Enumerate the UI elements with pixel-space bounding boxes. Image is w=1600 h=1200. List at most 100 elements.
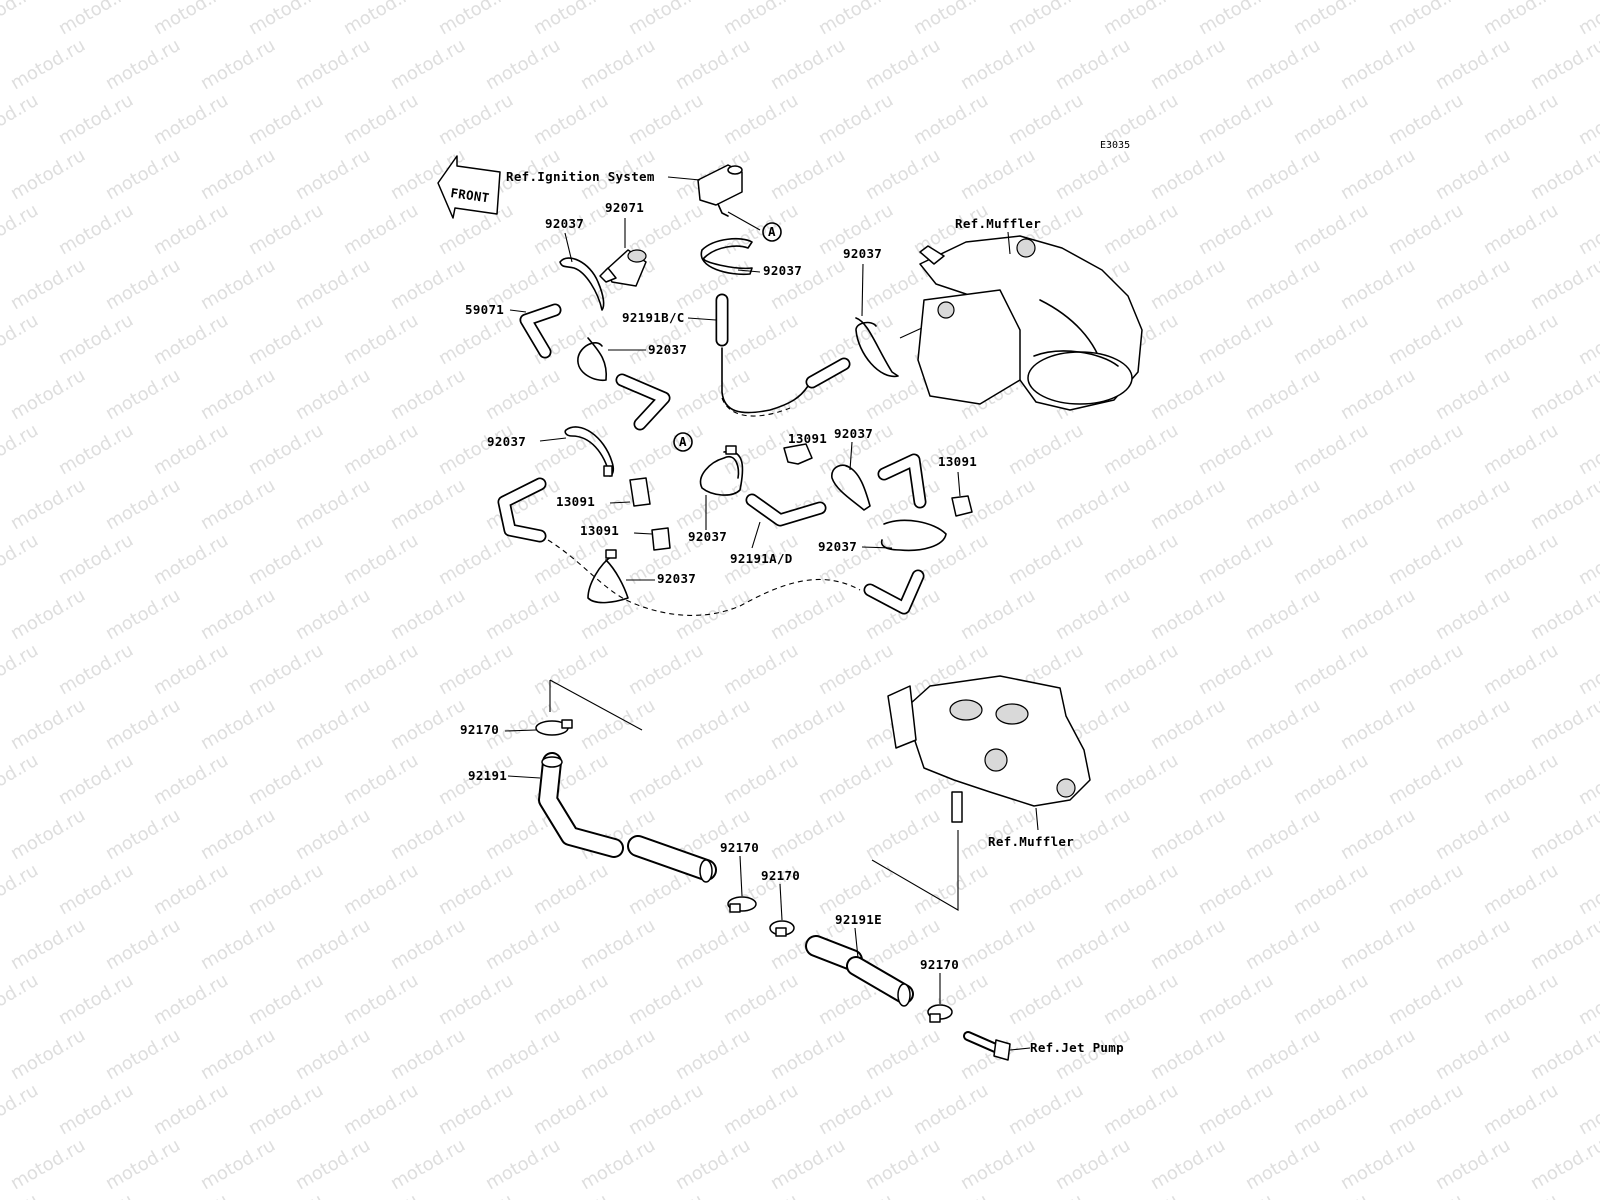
watermark-text: motod.ru [862,145,944,204]
watermark-text: motod.ru [340,750,422,809]
watermark-text: motod.ru [1242,35,1324,94]
watermark-text: motod.ru [910,0,992,39]
watermark-text: motod.ru [720,0,802,39]
watermark-text: motod.ru [150,200,232,259]
watermark-text: motod.ru [245,310,327,369]
watermark-text: motod.ru [1052,145,1134,204]
watermark-text: motod.ru [625,90,707,149]
watermark-text: motod.ru [1195,860,1277,919]
watermark-text: motod.ru [1337,475,1419,534]
watermark-text: motod.ru [1527,805,1600,864]
watermark-text: motod.ru [0,90,42,149]
watermark-text: motod.ru [482,585,564,644]
part-92037-label: 92037 [545,216,584,231]
watermark-text: motod.ru [102,1025,184,1084]
watermark-text: motod.ru [387,365,469,424]
watermark-text: motod.ru [1527,475,1600,534]
watermark-text: motod.ru [245,530,327,589]
fitting-92071 [599,249,647,287]
watermark-text: motod.ru [815,0,897,39]
clamp-92037 [577,337,608,382]
watermark-text: motod.ru [1527,145,1600,204]
watermark-text: motod.ru [815,860,897,919]
watermark-text: motod.ru [1337,1025,1419,1084]
watermark-text: motod.ru [482,915,564,974]
watermark-text: motod.ru [1052,475,1134,534]
watermark-text: motod.ru [340,970,422,1029]
watermark-text: motod.ru [1385,310,1467,369]
watermark-text: motod.ru [102,365,184,424]
watermark-text: motod.ru [340,310,422,369]
watermark-text: motod.ru [0,750,42,809]
watermark-text: motod.ru [292,145,374,204]
watermark-text: motod.ru [1385,860,1467,919]
watermark-text: motod.ru [1052,585,1134,644]
watermark-text: motod.ru [1337,805,1419,864]
watermark-text: motod.ru [1480,200,1562,259]
watermark-text: motod.ru [957,915,1039,974]
watermark-text: motod.ru [340,640,422,699]
watermark-text: motod.ru [1337,695,1419,754]
clamp-92037 [587,555,629,604]
watermark-text: motod.ru [387,35,469,94]
watermark-text: motod.ru [435,530,517,589]
watermark-text: motod.ru [7,145,89,204]
watermark-text: motod.ru [1385,530,1467,589]
watermark-text: motod.ru [1195,200,1277,259]
watermark-text: motod.ru [1480,0,1562,39]
watermark-text: motod.ru [0,970,42,1029]
watermark-text: motod.ru [815,640,897,699]
watermark-text: motod.ru [1337,915,1419,974]
part-92191bc-label: 92191B/C [622,310,685,325]
watermark-text: motod.ru [625,970,707,1029]
watermark-text: motod.ru [102,1135,184,1194]
part-92170-label: 92170 [761,868,800,883]
watermark-text: motod.ru [1100,420,1182,479]
watermark-text: motod.ru [150,750,232,809]
watermark-text: motod.ru [1242,145,1324,204]
watermark-text: motod.ru [482,35,564,94]
watermark-text: motod.ru [292,915,374,974]
watermark-text: motod.ru [150,970,232,1029]
watermark-text: motod.ru [1195,90,1277,149]
watermark-text: motod.ru [1100,860,1182,919]
watermark-text: motod.ru [672,35,754,94]
part-92037-label: 92037 [818,539,857,554]
watermark-text: motod.ru [672,695,754,754]
watermark-text: motod.ru [1480,640,1562,699]
watermark-text: motod.ru [102,255,184,314]
watermark-text: motod.ru [55,750,137,809]
watermark-text: motod.ru [7,365,89,424]
hose-short [805,357,851,389]
watermark-text: motod.ru [767,145,849,204]
watermark-text: motod.ru [292,1135,374,1194]
watermark-text: motod.ru [1480,310,1562,369]
pad-13091 [651,527,671,551]
watermark-text: motod.ru [862,35,944,94]
watermark-text: motod.ru [1290,420,1372,479]
watermark-text: motod.ru [910,420,992,479]
watermark-text: motod.ru [530,1190,612,1200]
watermark-text: motod.ru [0,420,42,479]
watermark-text: motod.ru [815,90,897,149]
watermark-text: motod.ru [1575,0,1600,39]
watermark-text: motod.ru [1290,970,1372,1029]
watermark-text: motod.ru [957,35,1039,94]
part-13091-label: 13091 [580,523,619,538]
watermark-text: motod.ru [767,1135,849,1194]
watermark-text: motod.ru [862,1025,944,1084]
watermark-text: motod.ru [7,915,89,974]
connector-mark-a: A [768,224,776,239]
watermark-text: motod.ru [102,35,184,94]
watermark-text: motod.ru [1147,1025,1229,1084]
watermark-text: motod.ru [55,860,137,919]
watermark-text: motod.ru [1575,1190,1600,1200]
watermark-text: motod.ru [862,1135,944,1194]
watermark-text: motod.ru [102,695,184,754]
watermark-text: motod.ru [150,530,232,589]
watermark-text: motod.ru [7,475,89,534]
muffler-bottom [887,675,1091,823]
watermark-text: motod.ru [435,1190,517,1200]
watermark-text: motod.ru [815,750,897,809]
